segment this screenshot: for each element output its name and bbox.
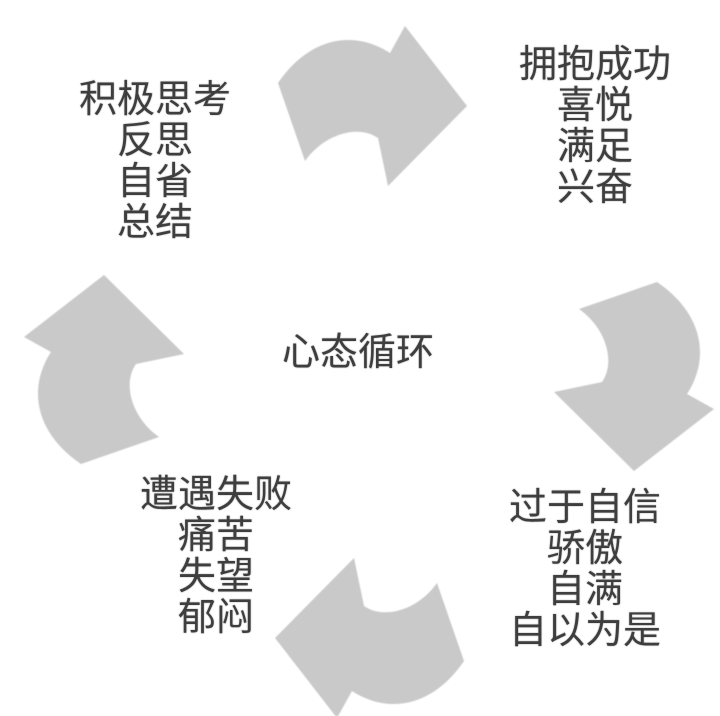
node-overconfidence: 过于自信 骄傲 自满 自以为是 (500, 488, 670, 652)
node-line: 骄傲 (546, 528, 623, 570)
node-encounter-failure: 遭遇失败 痛苦 失望 郁闷 (131, 475, 301, 639)
node-line: 失望 (177, 556, 254, 598)
node-line: 满足 (556, 126, 633, 168)
arrow-right-icon (554, 282, 714, 471)
node-line: 自以为是 (508, 610, 661, 652)
node-line: 自满 (546, 569, 623, 611)
node-line: 喜悦 (556, 85, 633, 127)
arrow-bottom-icon (275, 558, 464, 716)
node-line: 积极思考 (78, 79, 231, 121)
node-line: 兴奋 (556, 167, 633, 209)
node-positive-thinking: 积极思考 反思 自省 总结 (70, 80, 240, 244)
node-embrace-success: 拥抱成功 喜悦 满足 兴奋 (510, 45, 680, 209)
node-line: 自省 (116, 161, 193, 203)
node-line: 拥抱成功 (518, 44, 671, 86)
node-line: 总结 (116, 202, 193, 244)
node-line: 郁闷 (177, 597, 254, 639)
node-line: 痛苦 (177, 515, 254, 557)
arrow-left-icon (24, 275, 184, 464)
arrow-top-icon (278, 26, 467, 186)
node-line: 过于自信 (508, 487, 661, 529)
node-line: 反思 (116, 120, 193, 162)
diagram-title: 心态循环 (281, 332, 434, 374)
node-line: 遭遇失败 (139, 474, 292, 516)
